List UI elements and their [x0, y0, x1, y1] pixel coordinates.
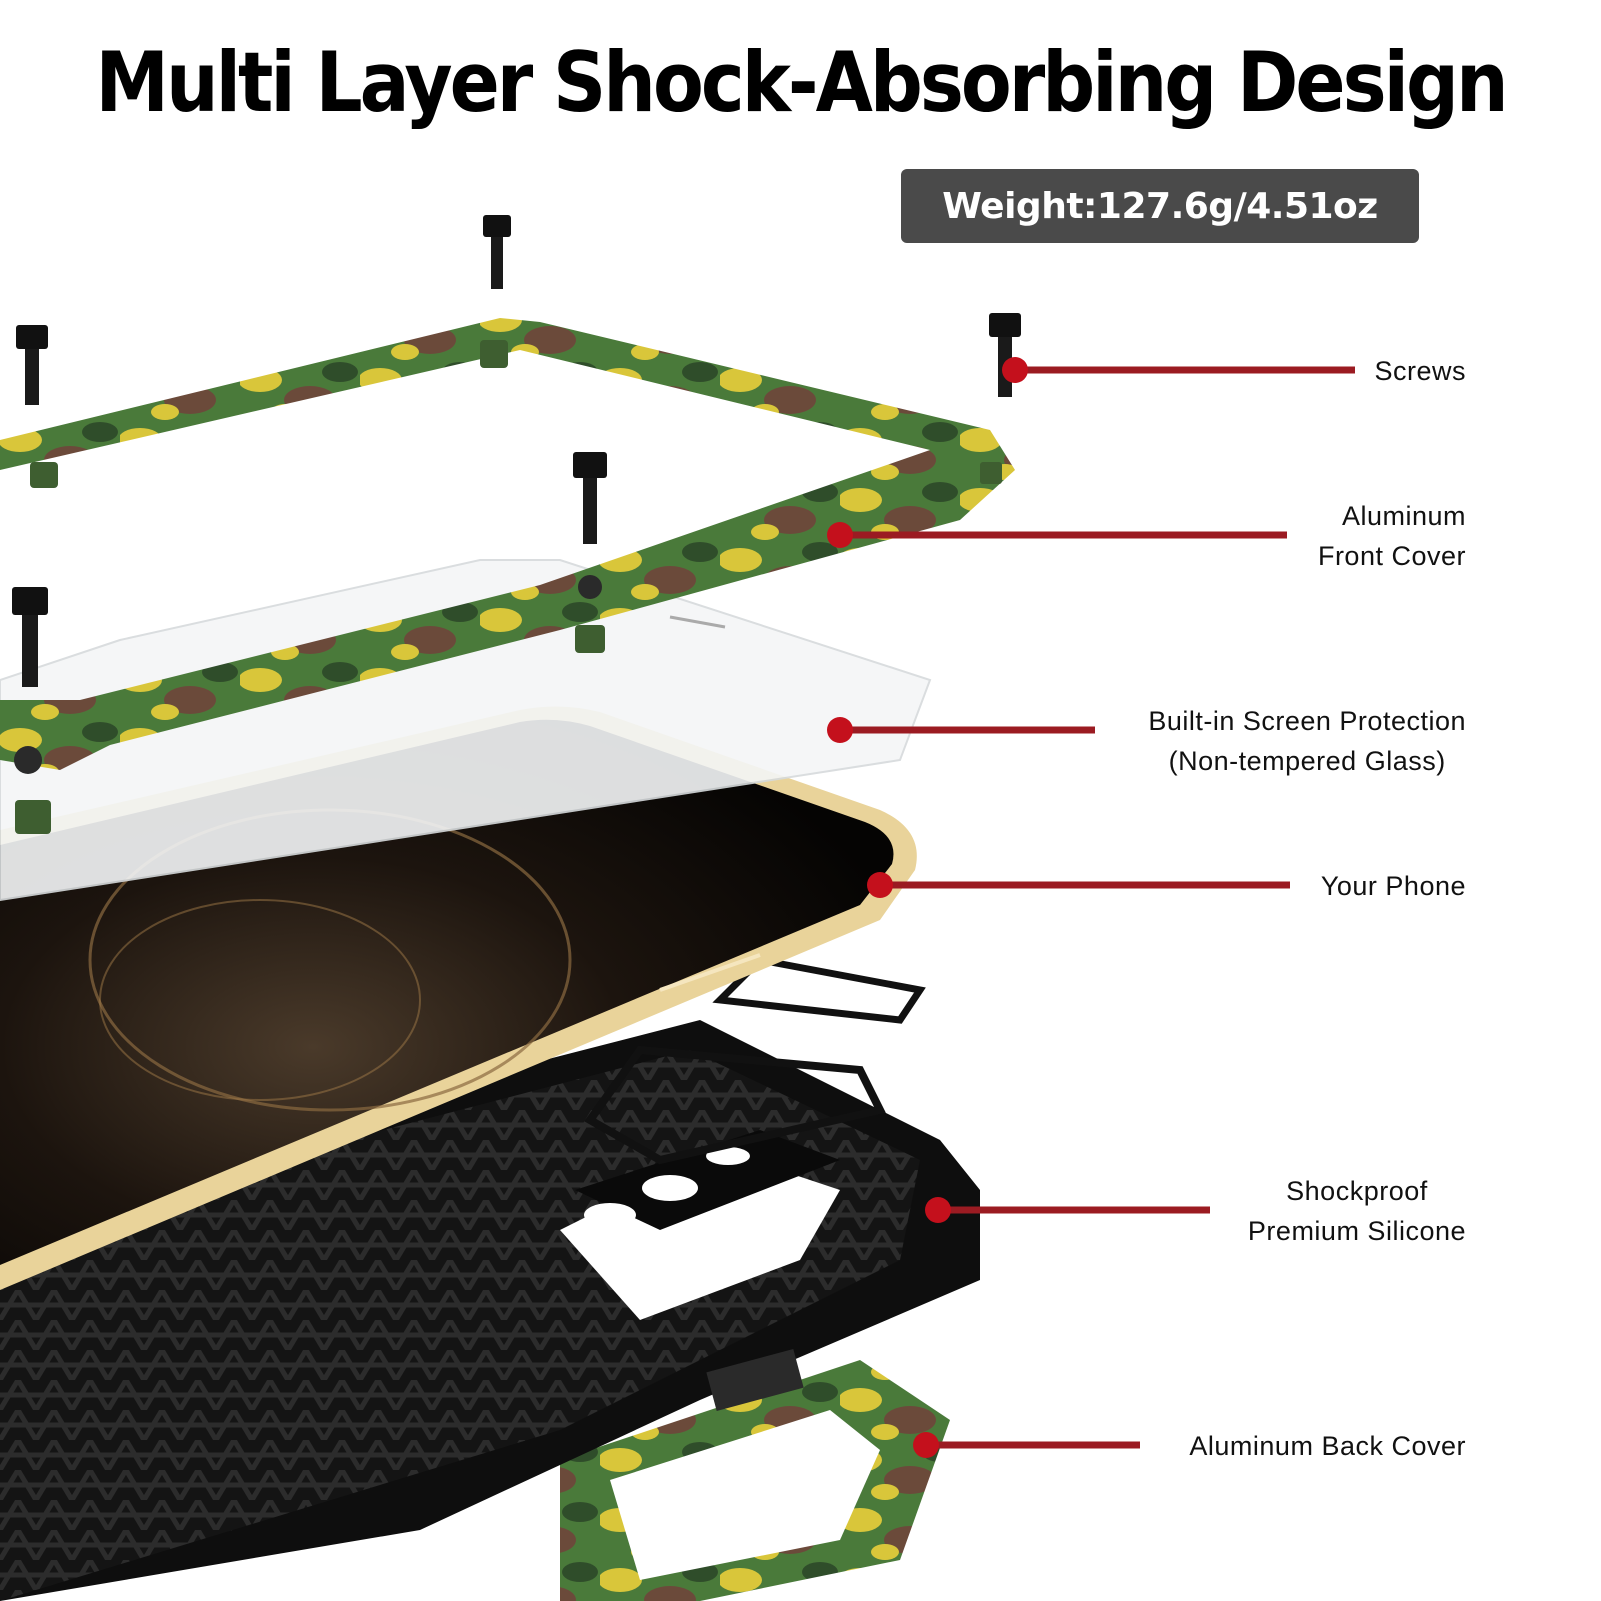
callout-dot-screen	[827, 717, 853, 743]
screen-protector	[0, 559, 932, 902]
label-screws: Screws	[1374, 356, 1466, 386]
screw	[16, 325, 48, 405]
label-silicone: Shockproof Premium Silicone	[1247, 1176, 1466, 1246]
screw	[573, 452, 607, 544]
back-cover	[560, 1360, 950, 1601]
callout-dot-front-cover	[827, 522, 853, 548]
screw	[483, 215, 511, 289]
front-cover	[0, 318, 1015, 834]
weight-badge: Weight:127.6g/4.51oz	[901, 169, 1419, 243]
callout-dot-back-cover	[913, 1432, 939, 1458]
screw	[12, 587, 48, 687]
label-front-cover: Aluminum Front Cover	[1317, 501, 1466, 571]
label-your-phone: Your Phone	[1320, 871, 1466, 901]
callout-dot-silicone	[925, 1197, 951, 1223]
screw	[989, 313, 1021, 397]
label-screen-protection: Built-in Screen Protection (Non-tempered…	[1148, 706, 1466, 776]
callout-dot-phone	[867, 872, 893, 898]
label-back-cover: Aluminum Back Cover	[1189, 1431, 1466, 1461]
callout-dot-screws	[1002, 357, 1028, 383]
callouts	[827, 357, 1355, 1458]
screws	[12, 215, 1021, 687]
page-title: Multi Layer Shock-Absorbing Design	[95, 34, 1508, 132]
